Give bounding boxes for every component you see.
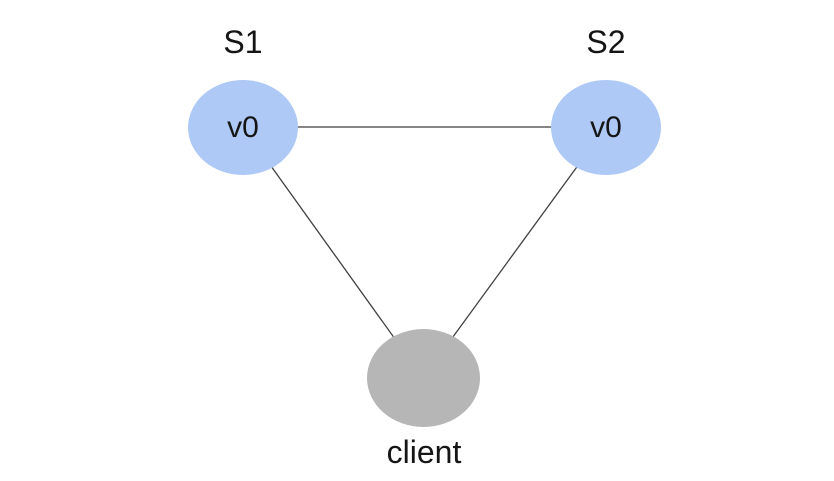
node-client-label: client bbox=[386, 434, 462, 470]
node-s1[interactable]: v0 bbox=[188, 80, 298, 175]
node-s2-label: v0 bbox=[590, 110, 622, 144]
node-title-s1: S1 bbox=[223, 24, 263, 60]
node-s2[interactable]: v0 bbox=[551, 80, 661, 175]
node-s1-label: v0 bbox=[227, 110, 259, 144]
node-client[interactable] bbox=[367, 329, 480, 427]
node-title-s2: S2 bbox=[586, 24, 626, 60]
